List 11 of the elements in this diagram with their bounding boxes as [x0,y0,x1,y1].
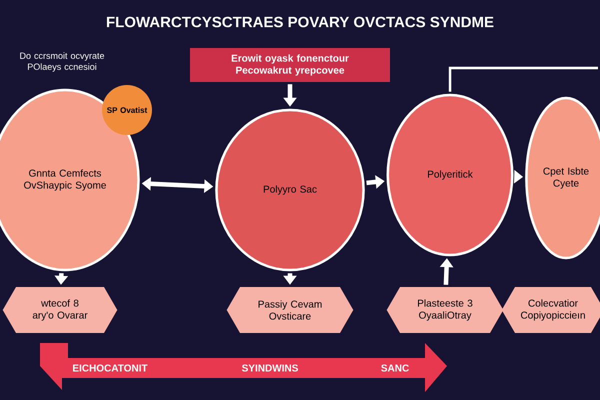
band-label: EICHOCATONIT [73,364,148,372]
band-label: SANC [381,364,409,372]
band-label: SYINDWINS [242,364,298,372]
note-text: Do ccrsmoit ocvyrate POlaeys ccnesioi [20,52,104,72]
title: FLOWARCTCYSCTRAES POVARY OVCTACS SYNDME [106,16,494,28]
connector-line [448,66,598,92]
hexagon-box: Colecvatior Copiyopiccieın [502,287,600,333]
hexagon-box: Plasteeste 3 OyaaliOtray [386,287,504,333]
hexagon-box: Passiy Cevam Ovsticare [226,287,354,333]
callout-box: Erowit oyask fonenctour Pecowakrut yrepcovee [190,48,390,82]
hexagon-box: wtecof 8 ary'o Ovarar [2,287,118,333]
